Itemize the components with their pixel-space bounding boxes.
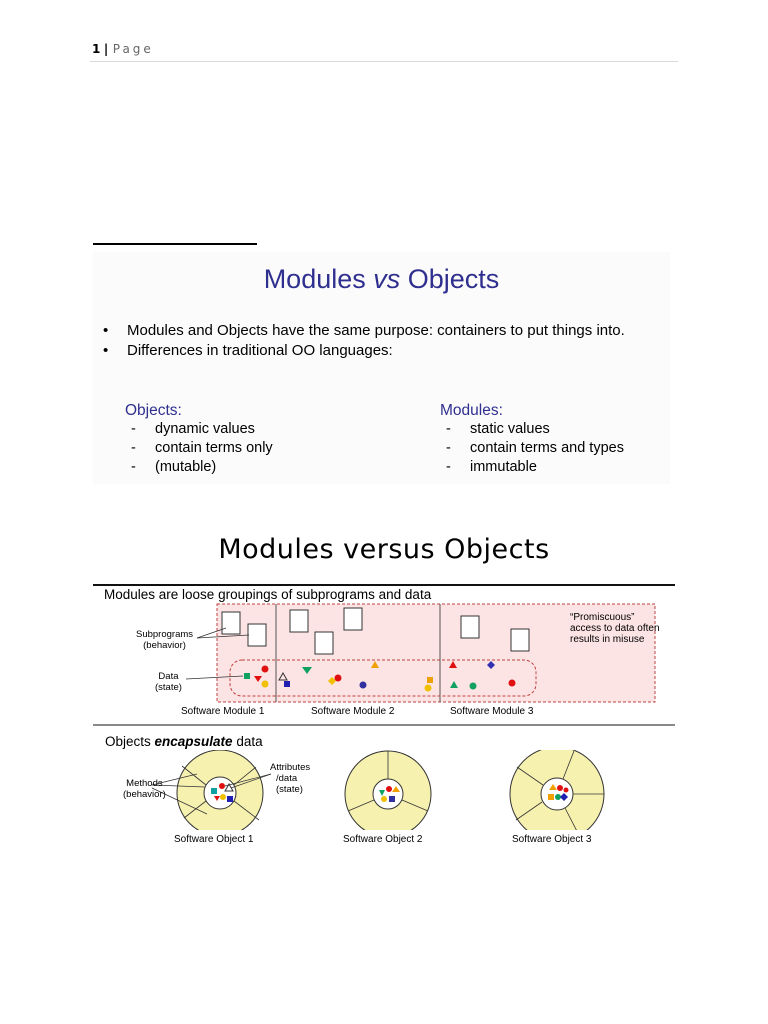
page-separator: |	[104, 42, 109, 56]
page-number: 1	[92, 42, 101, 56]
modules-column: Modules: static values contain terms and…	[440, 402, 665, 477]
middle-rule	[93, 724, 675, 726]
object-label: Software Object 2	[343, 834, 422, 845]
state-text: (state)	[155, 682, 182, 693]
attributes-label: Attributes /data (state)	[270, 762, 310, 795]
slide1-title: Modules vs Objects	[93, 264, 670, 295]
objects-column: Objects: dynamic values contain terms on…	[125, 402, 375, 477]
promiscuous-note: “Promiscuous” access to data often resul…	[570, 612, 660, 645]
modules-item: contain terms and types	[440, 439, 665, 458]
data-label: Data (state)	[155, 671, 182, 693]
data-square	[427, 677, 433, 683]
objects-heading-prefix: Objects	[105, 734, 155, 749]
behavior-text: (behavior)	[123, 789, 166, 800]
behavior-text: (behavior)	[136, 640, 193, 651]
bullet-item: Modules and Objects have the same purpos…	[101, 322, 661, 340]
title-vs: vs	[373, 264, 400, 294]
objects-heading-em: encapsulate	[155, 734, 233, 749]
subprogram-box	[315, 632, 333, 654]
data-text: Data	[155, 671, 182, 682]
page-word: Page	[113, 42, 154, 56]
subprograms-text: Subprograms	[136, 629, 193, 640]
subprograms-label: Subprograms (behavior)	[136, 629, 193, 651]
objects-heading: Objects encapsulate data	[105, 734, 263, 749]
subprogram-box	[290, 610, 308, 632]
top-rule	[93, 584, 675, 586]
data-circle	[509, 680, 516, 687]
modules-item: static values	[440, 420, 665, 439]
page-header: 1| Page	[92, 42, 154, 56]
data-circle	[335, 675, 342, 682]
modules-heading: Modules:	[440, 402, 665, 420]
bullet-list: Modules and Objects have the same purpos…	[101, 322, 661, 362]
promiscuous-line: access to data often	[570, 623, 660, 634]
subprogram-box	[248, 624, 266, 646]
header-rule	[90, 61, 678, 62]
objects-item: (mutable)	[125, 458, 375, 477]
modules-item: immutable	[440, 458, 665, 477]
software-object-3	[510, 750, 604, 830]
title-part2: Objects	[400, 264, 499, 294]
objects-item: contain terms only	[125, 439, 375, 458]
subprogram-box	[461, 616, 479, 638]
promiscuous-line: “Promiscuous”	[570, 612, 660, 623]
object-label: Software Object 1	[174, 834, 253, 845]
slide2-title: Modules versus Objects	[0, 534, 768, 565]
footnote-rule	[93, 243, 257, 245]
subprogram-box	[511, 629, 529, 651]
methods-label: Methods (behavior)	[123, 778, 166, 800]
attributes-text: Attributes	[270, 762, 310, 773]
module-label: Software Module 2	[311, 706, 394, 717]
objects-diagram	[93, 750, 675, 830]
module-label: Software Module 1	[181, 706, 264, 717]
objects-heading: Objects:	[125, 402, 375, 420]
objects-list: dynamic values contain terms only (mutab…	[125, 420, 375, 477]
data-circle	[262, 666, 269, 673]
data-circle	[262, 681, 269, 688]
data-square	[284, 681, 290, 687]
data-slash-text: /data	[270, 773, 310, 784]
objects-item: dynamic values	[125, 420, 375, 439]
data-square	[244, 673, 250, 679]
slide-modules-vs-objects: Modules vs Objects Modules and Objects h…	[93, 252, 670, 484]
data-circle	[360, 682, 367, 689]
data-circle	[470, 683, 477, 690]
subprogram-box	[344, 608, 362, 630]
data-circle	[425, 685, 432, 692]
title-part1: Modules	[264, 264, 374, 294]
methods-text: Methods	[123, 778, 166, 789]
bullet-item: Differences in traditional OO languages:	[101, 342, 661, 360]
software-object-1	[152, 750, 271, 830]
objects-heading-suffix: data	[233, 734, 263, 749]
modules-list: static values contain terms and types im…	[440, 420, 665, 477]
module-label: Software Module 3	[450, 706, 533, 717]
promiscuous-line: results in misuse	[570, 634, 660, 645]
object-label: Software Object 3	[512, 834, 591, 845]
subprogram-box	[222, 612, 240, 634]
state-text: (state)	[270, 784, 310, 795]
software-object-2	[345, 751, 431, 830]
